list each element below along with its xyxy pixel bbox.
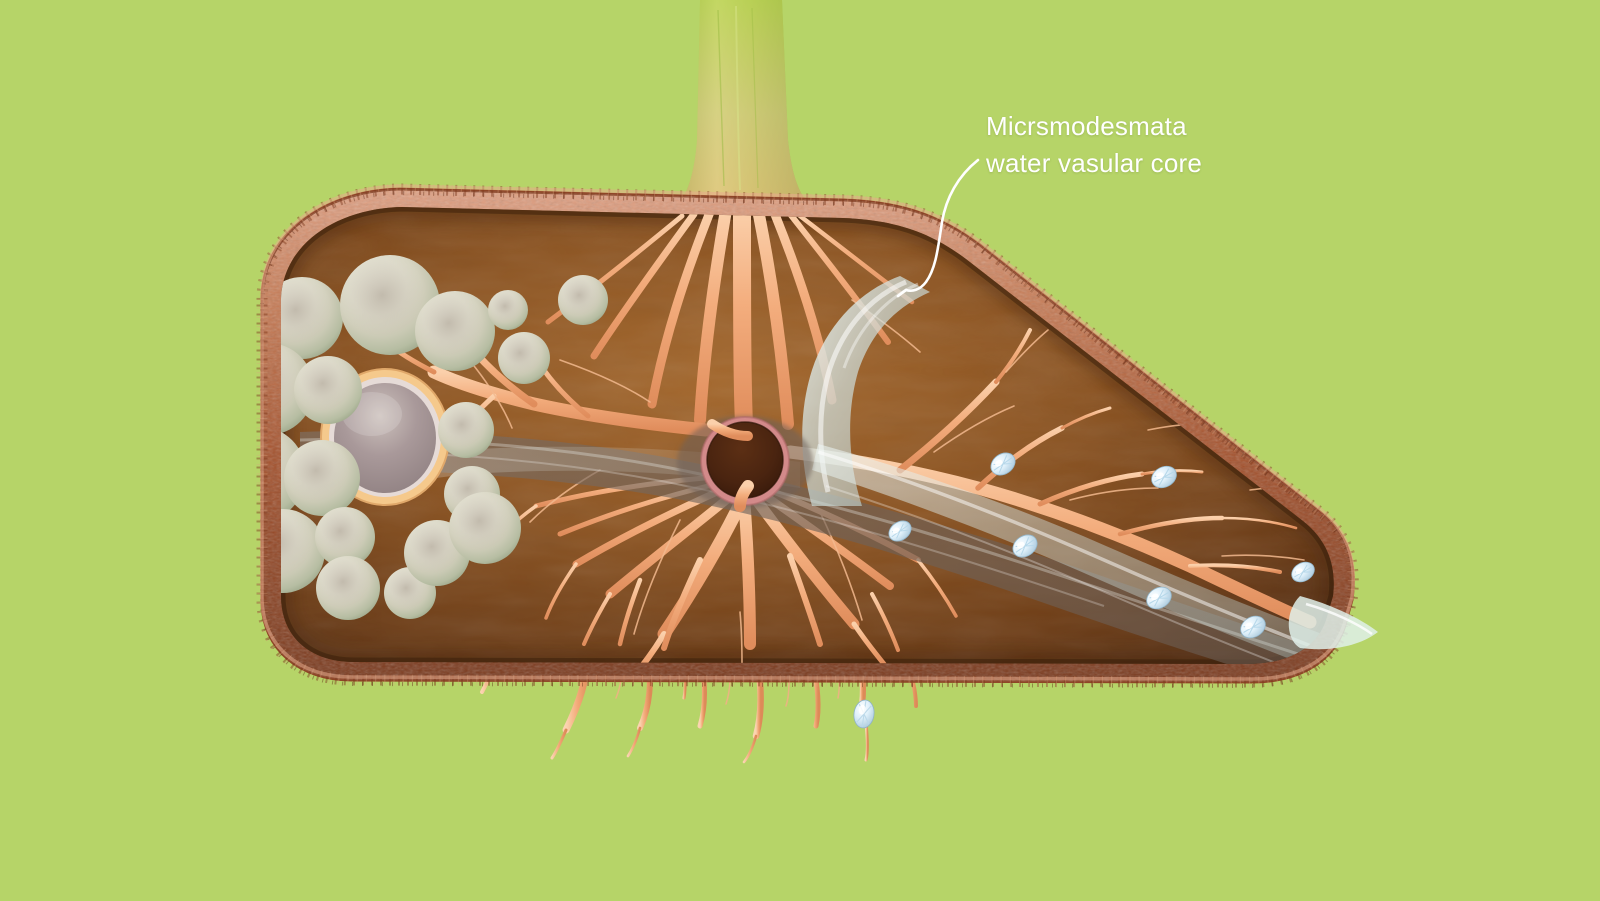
organelle-sphere — [498, 332, 550, 384]
organelle-sphere — [284, 440, 360, 516]
organelle-sphere — [488, 290, 528, 330]
crystal-inclusion-outside — [853, 699, 875, 729]
organelle-sphere — [558, 275, 608, 325]
root-trunk-overlay — [707, 419, 754, 512]
crystal-inclusion — [888, 520, 912, 542]
organelle-sphere — [316, 556, 380, 620]
organelle-sphere — [281, 426, 306, 522]
organelle-sphere — [281, 343, 314, 435]
organelle-sphere — [315, 507, 375, 567]
organelle-spheres — [281, 255, 608, 620]
crystal-inclusion — [1012, 534, 1038, 558]
crystal-inclusion — [1240, 615, 1266, 639]
cell-contents — [281, 207, 1334, 664]
organelle-sphere — [415, 291, 495, 371]
nucleus — [677, 416, 813, 508]
crystal-inclusion — [990, 452, 1016, 476]
crystal-inclusions — [888, 452, 1315, 639]
water-core-exit-tip — [1288, 596, 1378, 650]
crystal-inclusion — [1146, 586, 1172, 610]
stem — [676, 0, 812, 208]
organelle-sphere — [281, 277, 343, 359]
organelle-sphere — [449, 492, 521, 564]
organelle-sphere — [294, 356, 362, 424]
callout-leader-line — [896, 158, 980, 298]
organelle-sphere — [438, 402, 494, 458]
organelle-sphere — [340, 255, 440, 355]
crystal-inclusion — [1151, 465, 1177, 489]
organelle-sphere — [281, 509, 325, 593]
crystal-inclusion — [1291, 561, 1315, 583]
